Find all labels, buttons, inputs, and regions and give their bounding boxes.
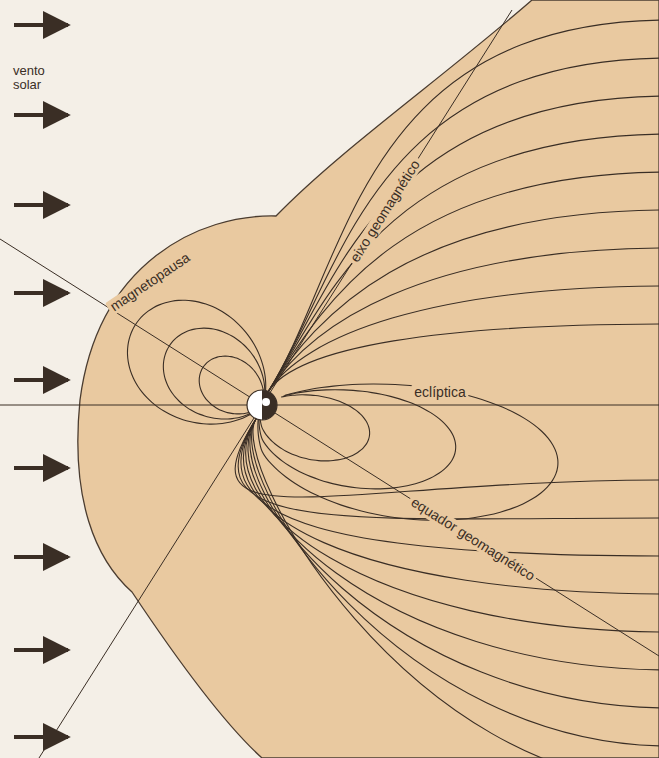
solar-wind-arrow	[14, 466, 68, 470]
open-field-line	[248, 419, 659, 670]
open-field-line	[243, 419, 659, 594]
solar-wind-arrow	[14, 735, 68, 739]
closed-field-line	[127, 300, 265, 424]
field-lines	[127, 20, 659, 758]
magnetopause-label: magnetopausa	[105, 248, 195, 315]
solar-wind-arrow	[14, 648, 68, 652]
ecliptic-line	[0, 405, 659, 406]
geomagnetic-equator-line	[0, 239, 659, 656]
solar-wind-arrow	[14, 378, 68, 382]
geomagnetic-axis-label: eixo geomagnético	[346, 155, 424, 267]
solar-wind-arrow	[14, 555, 68, 559]
open-field-line	[268, 58, 659, 392]
open-field-line	[238, 419, 659, 519]
open-field-line	[268, 210, 659, 392]
open-field-line	[268, 324, 659, 392]
ecliptic-label: eclíptica	[411, 385, 468, 400]
open-field-line	[241, 419, 659, 556]
open-field-line	[235, 419, 659, 497]
open-field-line	[268, 286, 659, 392]
earth	[247, 390, 277, 420]
open-field-line	[252, 419, 659, 746]
open-field-line	[268, 96, 659, 392]
solar-wind-arrow	[14, 23, 68, 27]
magnetosphere-region	[78, 0, 659, 758]
open-field-line	[268, 20, 659, 392]
solar-wind-arrows	[14, 25, 68, 737]
geomagnetic-axis-line	[39, 10, 512, 758]
solar-wind-arrow	[14, 113, 68, 117]
open-field-line	[253, 419, 659, 758]
open-field-line	[268, 248, 659, 392]
open-field-line	[246, 419, 659, 632]
solar-wind-arrow	[14, 203, 68, 207]
open-field-line	[268, 134, 659, 392]
open-field-line	[268, 172, 659, 392]
geomagnetic-equator-label: equador geomagnético	[406, 493, 540, 585]
solar-wind-arrow	[14, 291, 68, 295]
solar-wind-label: vento solar	[10, 64, 62, 91]
